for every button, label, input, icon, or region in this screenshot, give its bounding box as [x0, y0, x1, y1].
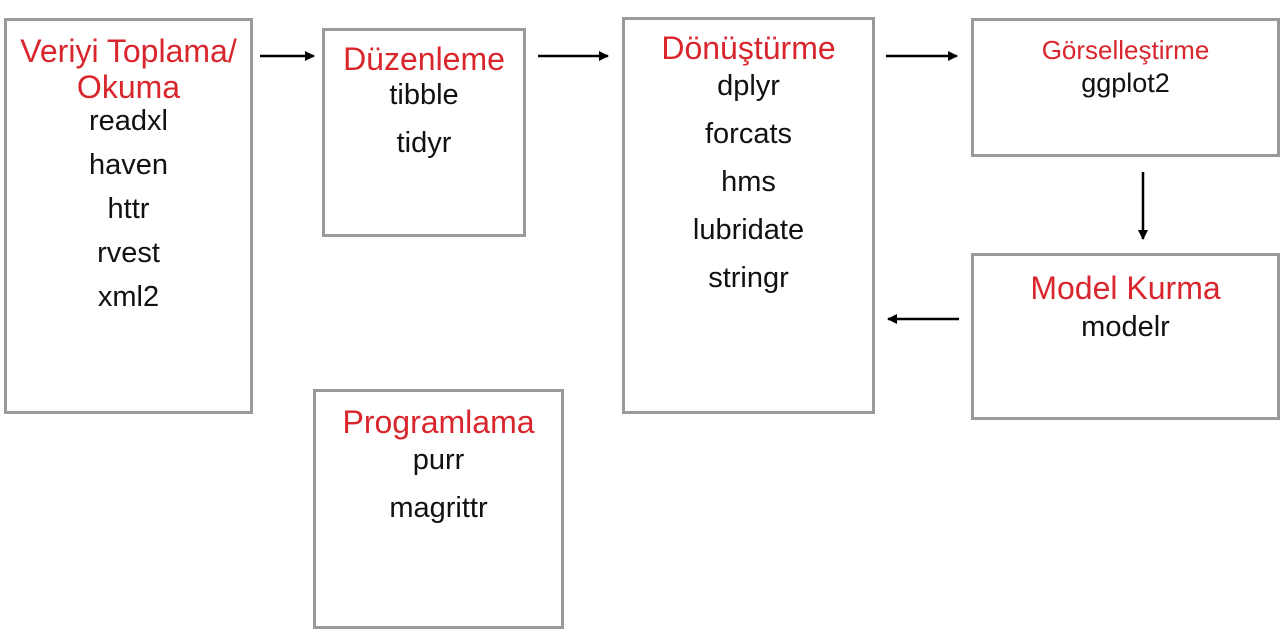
package-rvest: rvest [97, 237, 160, 269]
box-veriyi-toplama: Veriyi Toplama/ Okuma readxl haven httr … [4, 18, 253, 414]
package-list-donusturme: dplyr forcats hms lubridate stringr [625, 62, 872, 302]
package-httr: httr [107, 193, 150, 225]
package-haven: haven [88, 149, 168, 181]
box-title-model-kurma: Model Kurma [1030, 270, 1221, 306]
package-tibble: tibble [389, 79, 459, 111]
package-list-model-kurma: modelr [974, 306, 1277, 348]
box-programlama: Programlama purr magrittr [313, 389, 564, 629]
box-title-duzenleme: Düzenleme [343, 41, 505, 77]
package-forcats: forcats [704, 118, 793, 150]
package-xml2: xml2 [97, 281, 160, 313]
box-duzenleme: Düzenleme tibble tidyr [322, 28, 526, 237]
box-model-kurma: Model Kurma modelr [971, 253, 1280, 420]
package-list-veriyi-toplama: readxl haven httr rvest xml2 [7, 99, 250, 319]
box-title-programlama: Programlama [342, 404, 535, 440]
package-modelr: modelr [1081, 311, 1170, 343]
package-list-gorsellestirme: ggplot2 [974, 65, 1277, 101]
box-gorsellestirme: Görselleştirme ggplot2 [971, 18, 1280, 157]
package-dplyr: dplyr [717, 70, 780, 102]
box-donusturme: Dönüştürme dplyr forcats hms lubridate s… [622, 17, 875, 414]
box-title-veriyi-toplama: Veriyi Toplama/ Okuma [20, 33, 237, 105]
package-stringr: stringr [708, 262, 789, 294]
package-list-duzenleme: tibble tidyr [325, 71, 523, 167]
package-magrittr: magrittr [389, 492, 488, 524]
package-hms: hms [721, 166, 776, 198]
package-list-programlama: purr magrittr [316, 436, 561, 532]
package-ggplot2: ggplot2 [1081, 68, 1170, 98]
package-tidyr: tidyr [396, 127, 452, 159]
box-title-gorsellestirme: Görselleştirme [1041, 35, 1210, 65]
box-title-donusturme: Dönüştürme [661, 30, 836, 66]
package-purr: purr [412, 444, 465, 476]
package-readxl: readxl [89, 105, 168, 137]
package-lubridate: lubridate [692, 214, 805, 246]
